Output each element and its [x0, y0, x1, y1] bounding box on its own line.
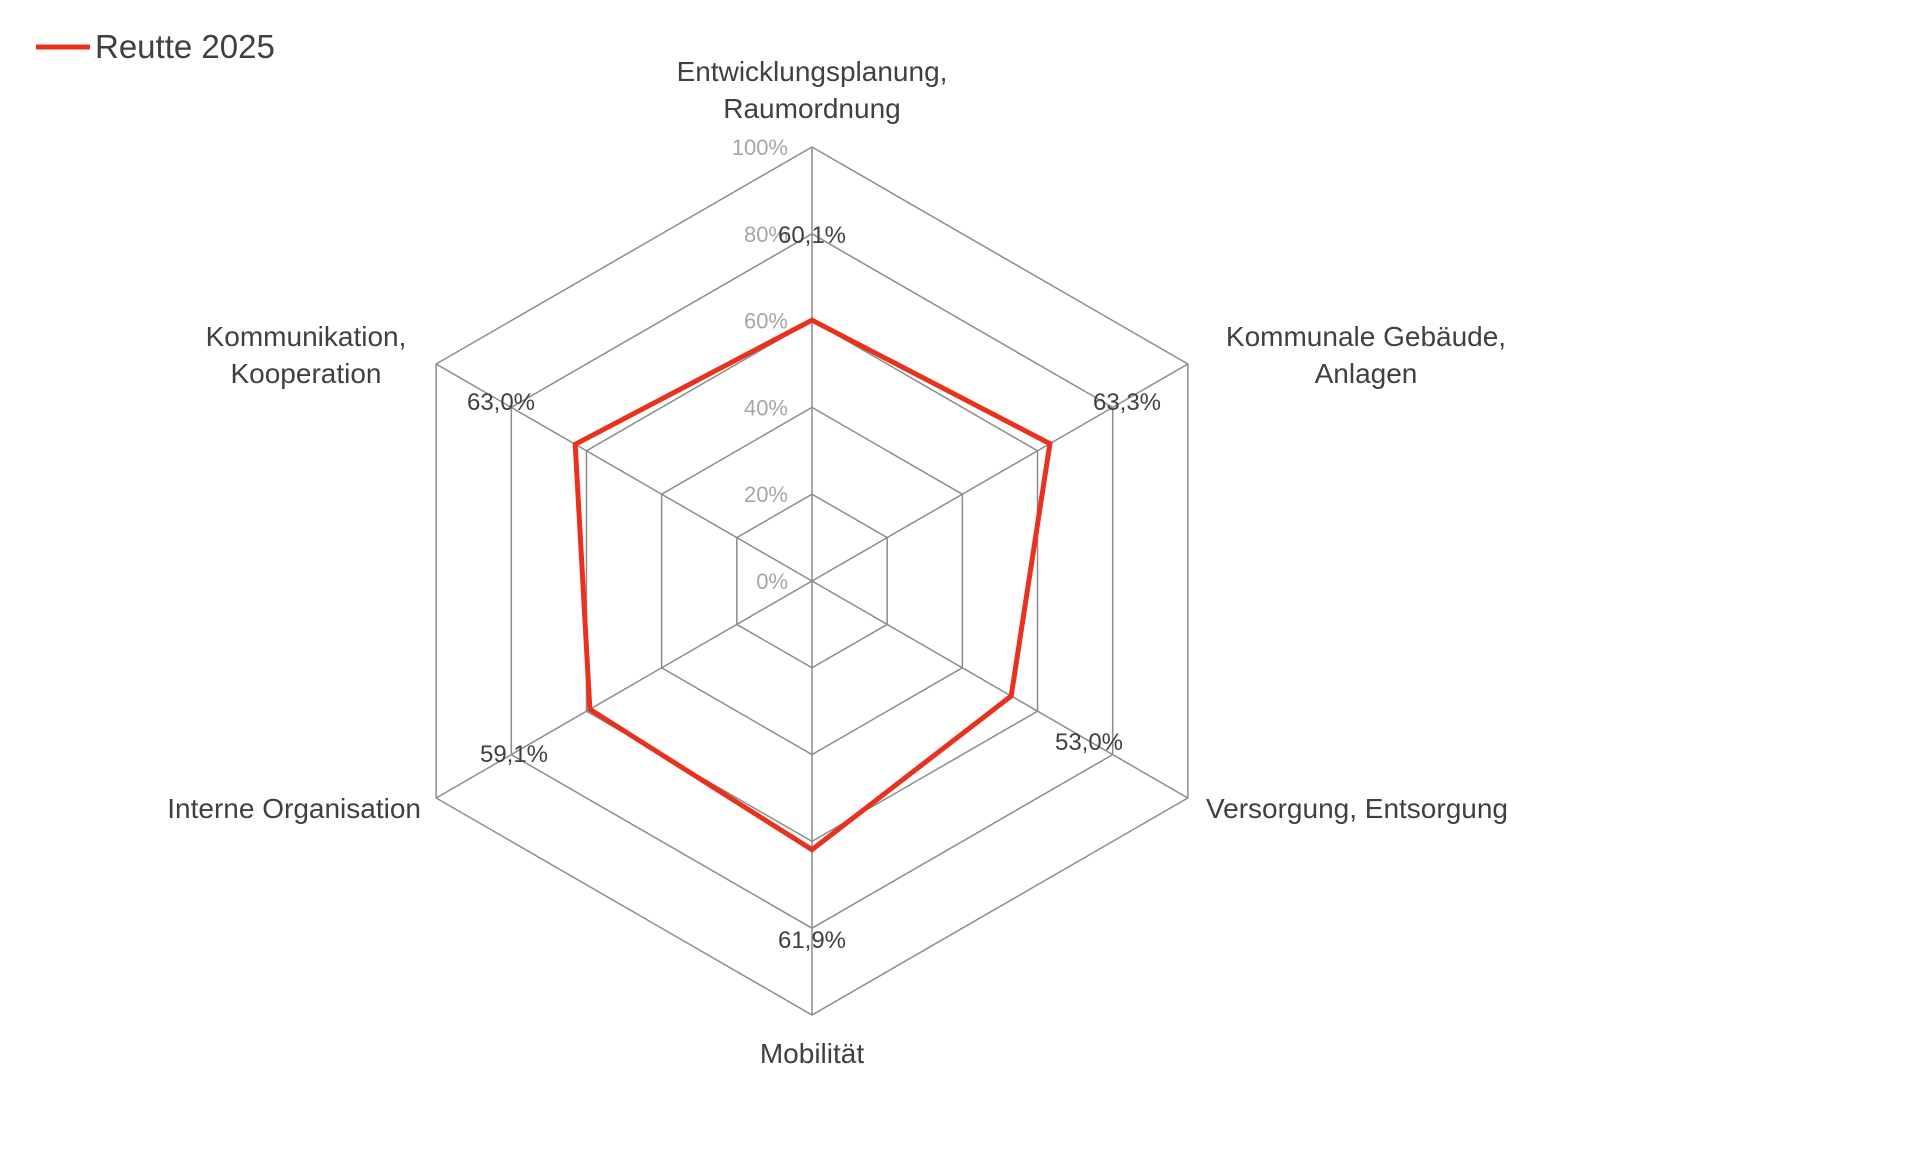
data-label: 60,1%: [778, 222, 846, 249]
category-label-line: Anlagen: [1315, 358, 1418, 389]
category-label-line: Entwicklungsplanung,: [677, 56, 948, 87]
category-label-line: Kommunale Gebäude,: [1226, 321, 1506, 352]
data-label: 53,0%: [1055, 729, 1123, 756]
series-line: [572, 317, 1053, 853]
category-label: Versorgung, Entsorgung: [1206, 793, 1508, 824]
category-label-line: Kommunikation,: [206, 321, 407, 352]
tick-label: 100%: [732, 135, 788, 160]
legend-label: Reutte 2025: [95, 28, 275, 65]
category-label: Mobilität: [760, 1038, 864, 1069]
axis-spoke: [435, 580, 813, 799]
category-label-line: Raumordnung: [723, 93, 900, 124]
axis-spoke: [811, 580, 1189, 799]
data-label: 63,3%: [1093, 389, 1161, 416]
data-label: 63,0%: [467, 389, 535, 416]
tick-label: 40%: [744, 395, 788, 420]
tick-label: 60%: [744, 309, 788, 334]
data-label: 59,1%: [480, 741, 548, 768]
tick-label: 20%: [744, 482, 788, 507]
axis-spoke: [811, 363, 1189, 582]
category-label-line: Interne Organisation: [167, 793, 421, 824]
category-label: Kommunikation, Kooperation: [206, 321, 407, 389]
data-label: 61,9%: [778, 927, 846, 954]
category-label-line: Mobilität: [760, 1038, 864, 1069]
category-label: Entwicklungsplanung, Raumordnung: [677, 56, 948, 124]
tick-label: 80%: [744, 222, 788, 247]
category-label: Kommunale Gebäude, Anlagen: [1226, 321, 1506, 389]
category-label: Interne Organisation: [167, 793, 421, 824]
category-label-line: Kooperation: [230, 358, 381, 389]
axis-spoke: [435, 363, 813, 582]
category-label-line: Versorgung, Entsorgung: [1206, 793, 1508, 824]
tick-label: 0%: [756, 569, 788, 594]
